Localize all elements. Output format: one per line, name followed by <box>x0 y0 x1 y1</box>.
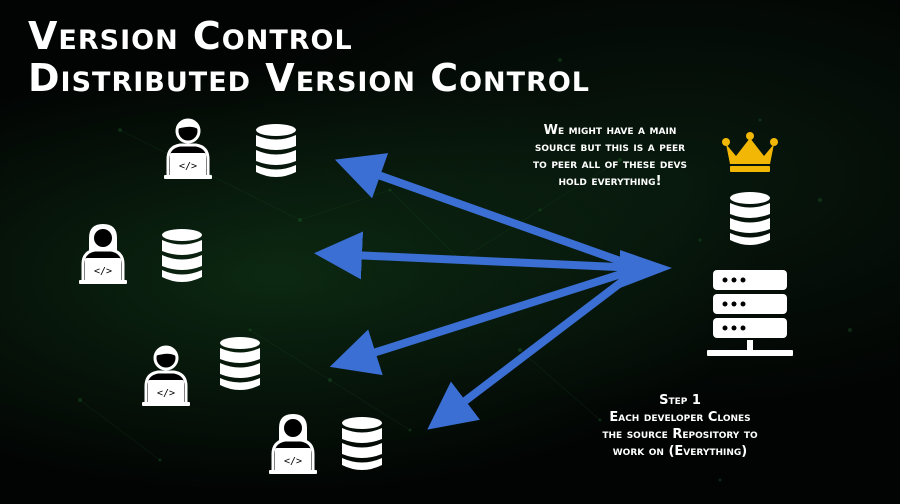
arrow-to-developer-1 <box>334 153 642 272</box>
step-note-line: work on (Everything) <box>612 444 748 459</box>
peer-note-line: hold everything! <box>558 174 662 189</box>
server-icon <box>707 270 793 356</box>
laptop-code-symbol: </> <box>179 161 197 172</box>
peer-note-line: to peer all of these devs <box>533 157 687 172</box>
crown-icon <box>722 132 778 172</box>
developer-female-icon: </> <box>79 224 127 284</box>
arrow-to-developer-4 <box>427 264 643 430</box>
developer-male-icon: </> <box>142 345 190 406</box>
arrow-to-developer-3 <box>329 264 642 376</box>
slide-subtitle: Distributed Version Control <box>28 56 591 100</box>
database-icon <box>730 192 770 245</box>
peer-note-line: We might have a main <box>543 123 677 138</box>
arrow-to-developer-2 <box>314 231 641 280</box>
laptop-code-symbol: </> <box>284 456 302 467</box>
slide-title: Version Control <box>28 14 353 58</box>
database-icon <box>220 337 260 390</box>
peer-note-line: source but this is a peer <box>534 140 686 155</box>
step-note-line: Step 1 <box>659 393 701 408</box>
peer-note: We might have a main source but this is … <box>490 122 730 190</box>
database-icon <box>342 417 382 470</box>
developer-male-icon: </> <box>164 118 212 179</box>
developer-female-icon: </> <box>269 414 317 474</box>
database-icon <box>162 229 202 282</box>
step-note-line: the source Repository to <box>602 427 758 442</box>
laptop-code-symbol: </> <box>157 388 175 399</box>
step-note: Step 1 Each developer Clones the source … <box>560 392 800 460</box>
laptop-code-symbol: </> <box>94 266 112 277</box>
step-note-line: Each developer Clones <box>609 410 751 425</box>
arrow-hub <box>620 250 672 288</box>
database-icon <box>256 124 296 177</box>
